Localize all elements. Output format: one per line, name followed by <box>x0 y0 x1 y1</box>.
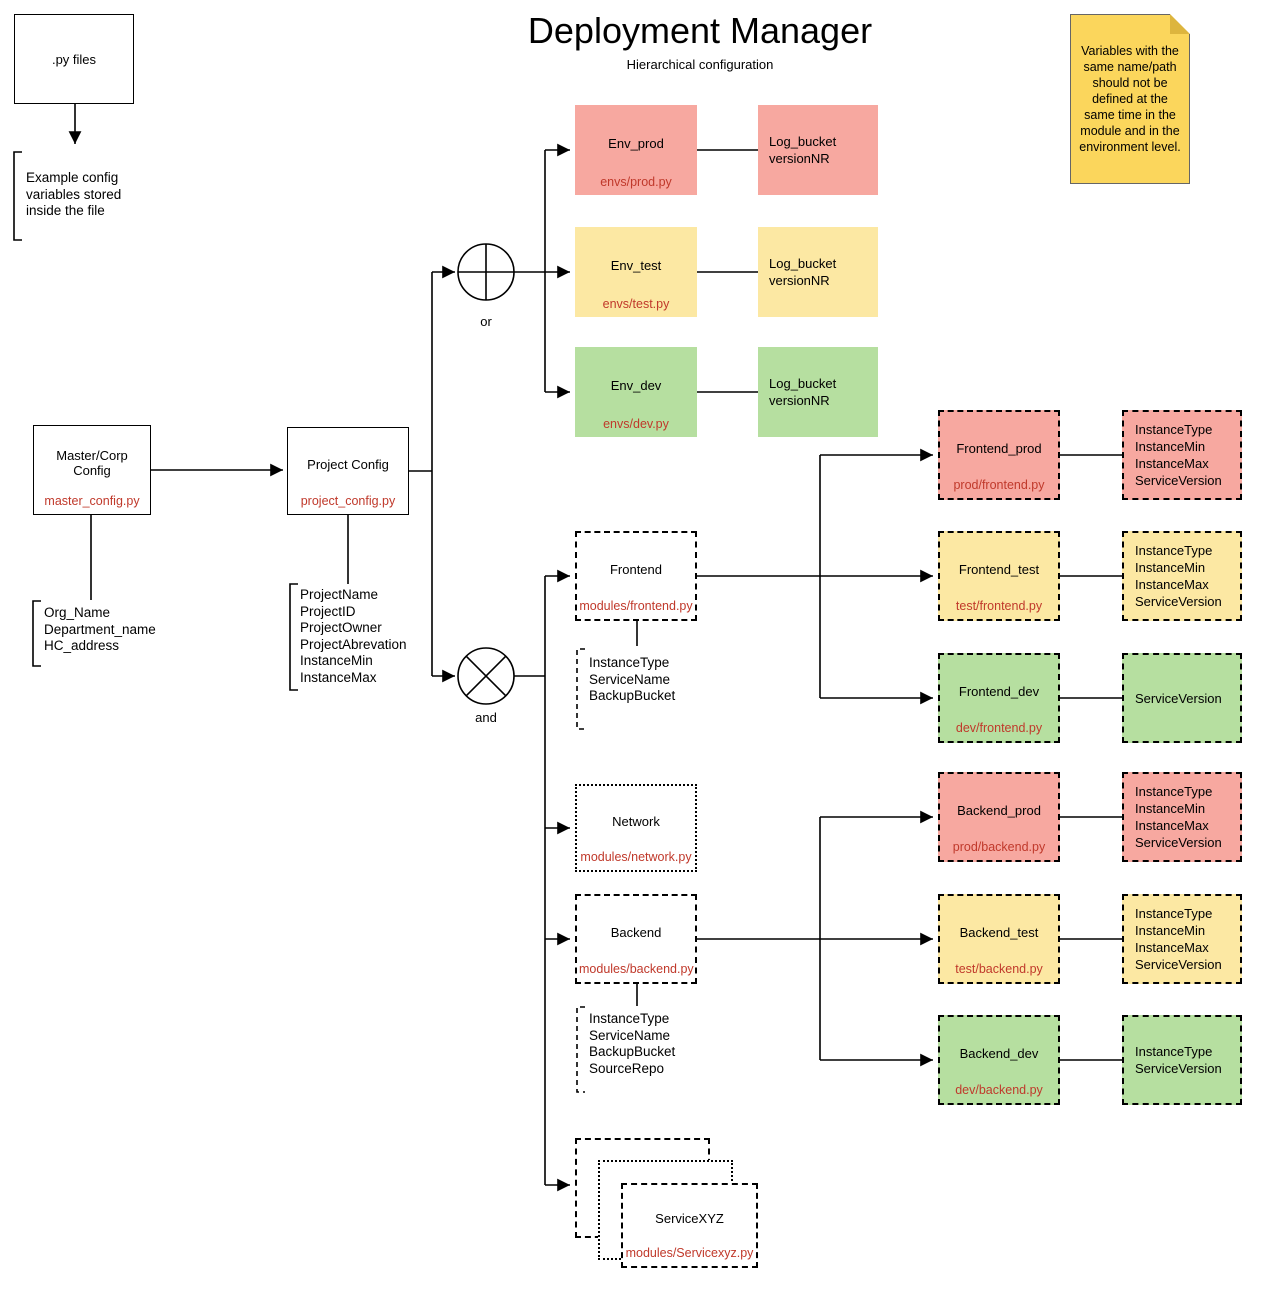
module-backend-vars: InstanceType ServiceName BackupBucket So… <box>589 1011 676 1076</box>
frontend-test-node: Frontend_test test/frontend.py <box>938 531 1060 621</box>
frontend-prod-path: prod/frontend.py <box>953 478 1045 492</box>
env-dev-label: Env_dev <box>610 377 662 393</box>
master-config-vars: Org_Name Department_name HC_address <box>44 605 156 653</box>
project-config-node: Project Config project_config.py <box>287 427 409 515</box>
and-fan-trunk <box>514 576 546 1185</box>
gate-trunk <box>409 272 433 676</box>
backend-test-node: Backend_test test/backend.py <box>938 894 1060 984</box>
frontend-vars-bracket <box>576 648 585 730</box>
sticky-note: Variables with the same name/path should… <box>1070 14 1190 184</box>
project-config-vars: ProjectName ProjectID ProjectOwner Proje… <box>300 587 407 685</box>
frontend-dev-label: Frontend_dev <box>958 683 1040 699</box>
project-vars-bracket <box>289 583 298 691</box>
module-network-path: modules/network.py <box>580 850 692 864</box>
env-prod-path: envs/prod.py <box>600 175 672 189</box>
frontend-dev-node: Frontend_dev dev/frontend.py <box>938 653 1060 743</box>
module-frontend-node: Frontend modules/frontend.py <box>575 531 697 621</box>
module-backend-node: Backend modules/backend.py <box>575 894 697 984</box>
module-servicexyz-label: ServiceXYZ <box>655 1211 724 1226</box>
backend-test-attrs: InstanceType InstanceMin InstanceMax Ser… <box>1122 894 1242 984</box>
backend-attr-links <box>1060 816 1122 1061</box>
env-test-label: Env_test <box>610 257 662 273</box>
module-network-node: Network modules/network.py <box>575 784 697 872</box>
backend-test-label: Backend_test <box>959 924 1039 940</box>
backend-vars-bracket <box>576 1006 585 1093</box>
backend-prod-node: Backend_prod prod/backend.py <box>938 772 1060 862</box>
master-config-path: master_config.py <box>44 494 140 508</box>
module-backend-path: modules/backend.py <box>579 962 694 976</box>
or-gate-label: or <box>480 314 492 329</box>
module-backend-label: Backend <box>610 924 662 940</box>
py-files-box: .py files <box>14 14 134 104</box>
env-dev-path: envs/dev.py <box>603 417 669 431</box>
and-gate-label: and <box>475 710 497 725</box>
frontend-dev-attrs: ServiceVersion <box>1122 653 1242 743</box>
frontend-test-attrs: InstanceType InstanceMin InstanceMax Ser… <box>1122 531 1242 621</box>
backend-prod-path: prod/backend.py <box>952 840 1046 854</box>
or-gate-symbol <box>457 243 515 301</box>
backend-dev-attrs: InstanceType ServiceVersion <box>1122 1015 1242 1105</box>
backend-dev-path: dev/backend.py <box>955 1083 1043 1097</box>
backend-dev-label: Backend_dev <box>959 1045 1039 1061</box>
master-vars-bracket <box>32 600 41 667</box>
page-title: Deployment Manager <box>527 10 873 51</box>
frontend-dev-path: dev/frontend.py <box>955 721 1043 735</box>
env-test-node: Env_test envs/test.py <box>575 227 697 317</box>
env-test-path: envs/test.py <box>602 297 670 311</box>
example-bracket <box>13 151 22 241</box>
backend-dev-node: Backend_dev dev/backend.py <box>938 1015 1060 1105</box>
page-subtitle: Hierarchical configuration <box>626 57 774 72</box>
env-bucket-links <box>697 149 758 393</box>
backend-prod-attrs: InstanceType InstanceMin InstanceMax Ser… <box>1122 772 1242 862</box>
sticky-note-text: Variables with the same name/path should… <box>1079 44 1181 154</box>
py-files-annotation: Example config variables stored inside t… <box>26 170 122 218</box>
module-servicexyz-node: ServiceXYZ modules/Servicexyz.py <box>621 1183 758 1268</box>
frontend-prod-attrs: InstanceType InstanceMin InstanceMax Ser… <box>1122 410 1242 500</box>
env-prod-label: Env_prod <box>608 135 664 151</box>
frontend-fan-trunk <box>697 455 821 698</box>
frontend-prod-label: Frontend_prod <box>956 440 1042 456</box>
project-config-path: project_config.py <box>300 494 396 508</box>
py-files-label: .py files <box>51 51 97 67</box>
or-fan-trunk <box>514 150 546 392</box>
env-prod-node: Env_prod envs/prod.py <box>575 105 697 195</box>
module-frontend-vars: InstanceType ServiceName BackupBucket <box>589 655 676 703</box>
frontend-prod-node: Frontend_prod prod/frontend.py <box>938 410 1060 500</box>
backend-test-path: test/backend.py <box>955 962 1043 976</box>
frontend-attr-links <box>1060 454 1122 699</box>
env-dev-node: Env_dev envs/dev.py <box>575 347 697 437</box>
master-config-label: Master/Corp Config <box>56 448 128 478</box>
module-frontend-path: modules/frontend.py <box>579 599 693 613</box>
backend-prod-label: Backend_prod <box>957 802 1041 818</box>
and-gate-symbol <box>457 647 515 705</box>
module-frontend-label: Frontend <box>609 561 663 577</box>
module-network-label: Network <box>612 813 660 829</box>
master-config-node: Master/Corp Config master_config.py <box>33 425 151 515</box>
log-bucket-dev: Log_bucket versionNR <box>758 347 878 437</box>
backend-fan-trunk <box>697 817 821 1060</box>
module-servicexyz-path: modules/Servicexyz.py <box>625 1246 754 1260</box>
project-config-label: Project Config <box>307 456 389 472</box>
log-bucket-test: Log_bucket versionNR <box>758 227 878 317</box>
frontend-test-path: test/frontend.py <box>955 599 1043 613</box>
frontend-test-label: Frontend_test <box>958 561 1040 577</box>
log-bucket-prod: Log_bucket versionNR <box>758 105 878 195</box>
